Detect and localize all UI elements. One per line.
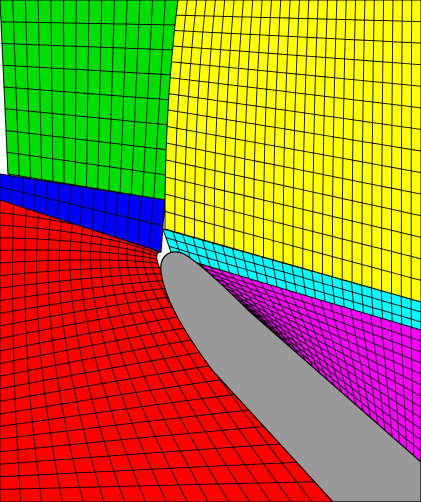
grid-line-column (222, 245, 230, 273)
grid-line-row (0, 237, 157, 257)
grid-line-row (165, 237, 421, 313)
grid-line-row (0, 337, 205, 377)
grid-line-row (219, 287, 421, 408)
grid-line-row (0, 186, 164, 227)
grid-line-column (202, 240, 211, 267)
grid-line-row (0, 273, 163, 289)
grid-line-row (165, 159, 421, 217)
grid-line-row (230, 296, 421, 430)
grid-line-row (196, 270, 421, 364)
grid-line-column (212, 242, 221, 270)
grid-line-row (0, 314, 189, 352)
grid-line-row (0, 259, 158, 264)
mesh-block-red (0, 199, 334, 502)
grid-line-row (0, 224, 158, 255)
grid-line-row (168, 93, 421, 130)
grid-line-row (225, 292, 421, 419)
grid-line-column (341, 279, 345, 309)
grid-line-row (165, 176, 421, 238)
grid-line-column (192, 237, 202, 265)
grid-line-row (0, 21, 177, 26)
grid-line-column (232, 248, 240, 276)
grid-line-row (164, 210, 421, 281)
grid-line-row (0, 377, 235, 415)
grid-line-column (241, 251, 250, 279)
grid-line-row (202, 274, 421, 375)
grid-line-row (0, 392, 246, 427)
grid-line-row (213, 283, 421, 397)
grid-line-row (0, 287, 171, 314)
grid-line-row (167, 125, 421, 174)
mesh-block-cyan (162, 228, 421, 333)
grid-line-row (0, 461, 301, 478)
grid-line-column (301, 268, 307, 297)
mesh-block-fill-blue (0, 173, 166, 253)
grid-line-row (6, 151, 167, 176)
grid-line-column (321, 273, 326, 303)
airfoil-body (160, 251, 421, 502)
grid-line-column (182, 234, 192, 262)
grid-line-row (172, 45, 421, 66)
grid-line-row (174, 30, 421, 44)
grid-line-row (3, 86, 172, 101)
grid-line-row (164, 193, 421, 260)
grid-line-column (400, 296, 403, 327)
mesh-block-blue (0, 173, 166, 253)
mesh-block-yellow (164, 0, 421, 303)
grid-line-row (176, 14, 421, 23)
grid-line-row (5, 130, 169, 151)
grid-line-row (185, 261, 421, 342)
grid-line-column (331, 276, 336, 306)
mesh-block-green (0, 0, 179, 201)
grid-line-row (0, 279, 166, 302)
grid-line-column (370, 287, 374, 318)
grid-line-row (0, 267, 160, 276)
grid-line-column (291, 265, 297, 294)
grid-line-column (261, 257, 269, 285)
grid-line-row (0, 349, 214, 390)
grid-line-row (171, 61, 421, 87)
grid-line-row (191, 266, 421, 353)
grid-line-column (361, 285, 364, 315)
grid-line-row (0, 481, 317, 490)
grid-line-row (0, 408, 259, 440)
grid-line-row (0, 325, 196, 365)
grid-line-column (311, 271, 317, 300)
grid-line-row (0, 249, 157, 260)
grid-line-row (167, 109, 421, 152)
grid-line-column (251, 254, 259, 282)
grid-line-row (1, 43, 175, 51)
grid-line-row (242, 305, 421, 452)
grid-line-column (380, 290, 384, 321)
grid-line-row (0, 304, 182, 339)
grid-line-column (351, 282, 355, 312)
grid-line-row (170, 77, 421, 109)
mesh-block-magenta (179, 257, 421, 463)
grid-line-row (208, 279, 421, 386)
grid-line-row (0, 363, 224, 402)
grid-line-row (166, 142, 421, 195)
grid-line-row (236, 300, 421, 441)
grid-line-row (4, 108, 170, 126)
grid-line-column (271, 259, 278, 288)
grid-line-column (281, 262, 288, 291)
grid-line-row (0, 443, 286, 465)
grid-line-row (0, 295, 176, 327)
grid-line-column (390, 293, 393, 324)
grid-line-row (168, 245, 421, 323)
grid-line-row (2, 64, 174, 76)
grid-line-row (0, 425, 272, 453)
